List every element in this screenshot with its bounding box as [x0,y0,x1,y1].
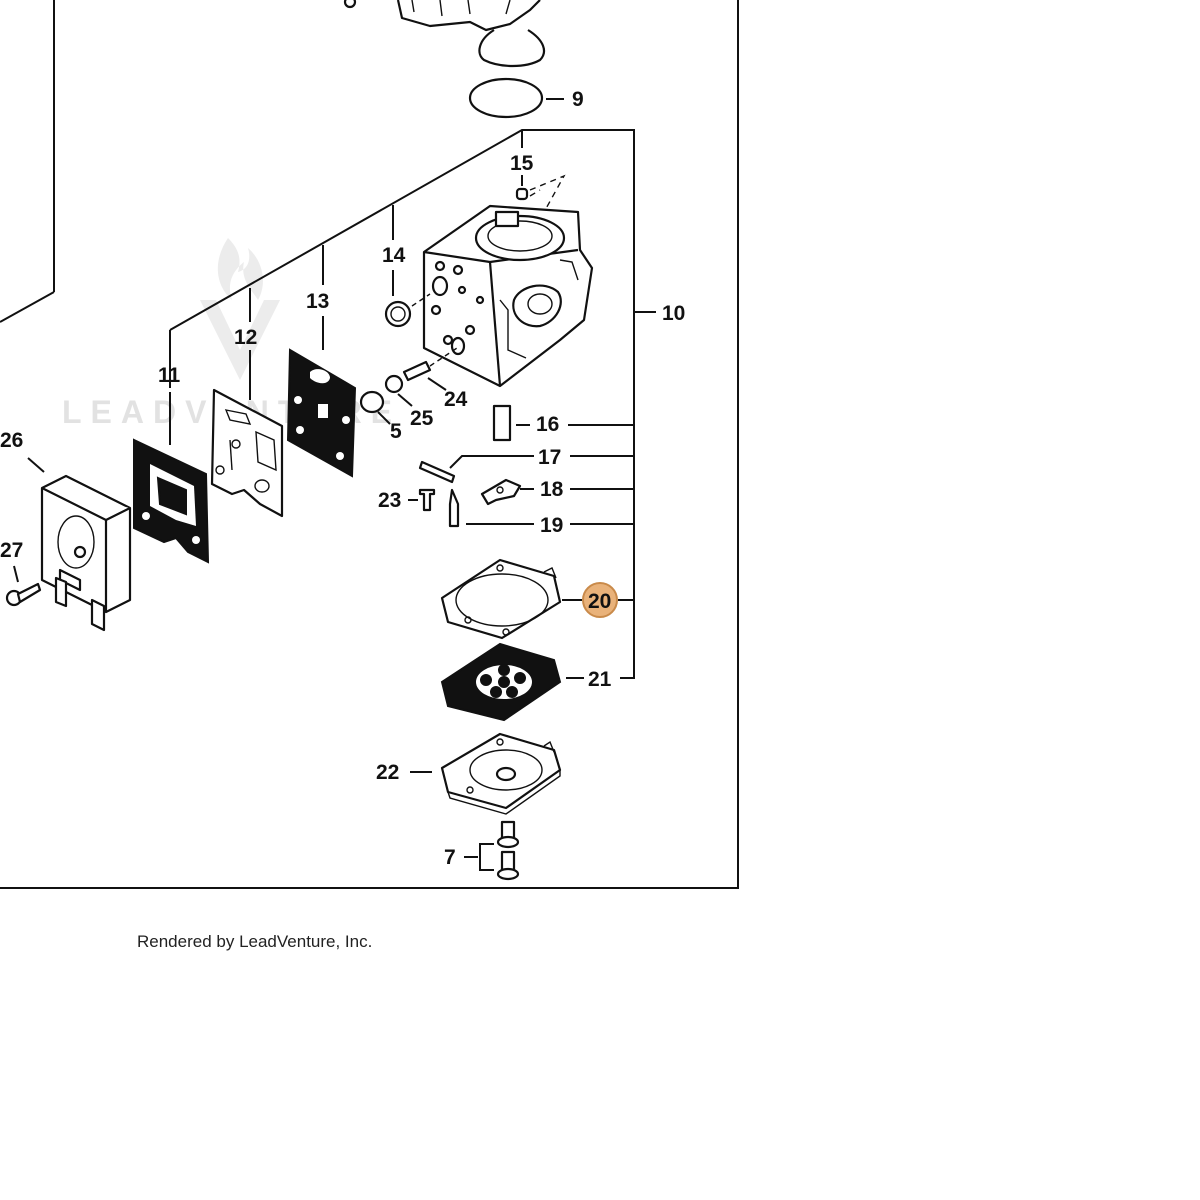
part-19-inlet-needle: 19 [448,488,634,537]
part-intake-flange [343,0,546,68]
part-16-spring: 16 [492,404,634,442]
part-24-needle: 24 [402,345,468,411]
part-14-screen: 14 [382,244,431,328]
part-26-pump-cover: 26 [0,429,132,632]
part-27-screw: 27 [0,539,42,607]
callout-20[interactable]: 20 [588,590,611,613]
callout-13[interactable]: 13 [306,290,329,313]
part-15-plug: 15 [510,152,566,253]
callout-7[interactable]: 7 [444,846,456,869]
part-carburetor-body [422,204,594,388]
callout-17[interactable]: 17 [538,446,561,469]
part-12-gasket: 12 [210,326,284,518]
part-18-lever: 18 [480,478,634,506]
part-23-screw: 23 [378,488,436,512]
diagram-frame [0,0,739,889]
callout-10[interactable]: 10 [662,302,685,325]
part-13-gasket: 13 [286,290,357,478]
part-9-o-ring: 9 [468,77,584,119]
callout-27[interactable]: 27 [0,539,23,562]
callout-16[interactable]: 16 [536,413,559,436]
callout-20-highlight[interactable] [582,582,618,618]
callout-12[interactable]: 12 [234,326,257,349]
callout-15[interactable]: 15 [510,152,534,175]
part-7-screws: 7 [444,820,520,881]
part-25-spring-seat: 25 [384,374,434,430]
part-11-gasket: 11 [133,364,210,564]
callout-22[interactable]: 22 [376,761,399,784]
callout-23[interactable]: 23 [378,489,401,512]
assembly-10-bracket: 10 [169,129,685,679]
footer-credit: Rendered by LeadVenture, Inc. [137,932,372,951]
callout-9[interactable]: 9 [572,88,584,111]
part-21-diaphragm: 21 [440,642,612,722]
callout-18[interactable]: 18 [540,478,564,501]
callout-14[interactable]: 14 [382,244,406,267]
callout-24[interactable]: 24 [444,388,468,411]
callout-5[interactable]: 5 [390,420,402,443]
callout-21[interactable]: 21 [588,668,612,691]
callout-19[interactable]: 19 [540,514,563,537]
part-17-shaft: 17 [418,446,634,484]
part-5-seal: 5 [359,390,402,443]
callout-11[interactable]: 11 [158,364,181,387]
part-22-cover: 22 [376,732,562,815]
part-20-gasket: 20 [440,558,634,640]
callout-26[interactable]: 26 [0,429,23,452]
callout-25[interactable]: 25 [410,407,434,430]
